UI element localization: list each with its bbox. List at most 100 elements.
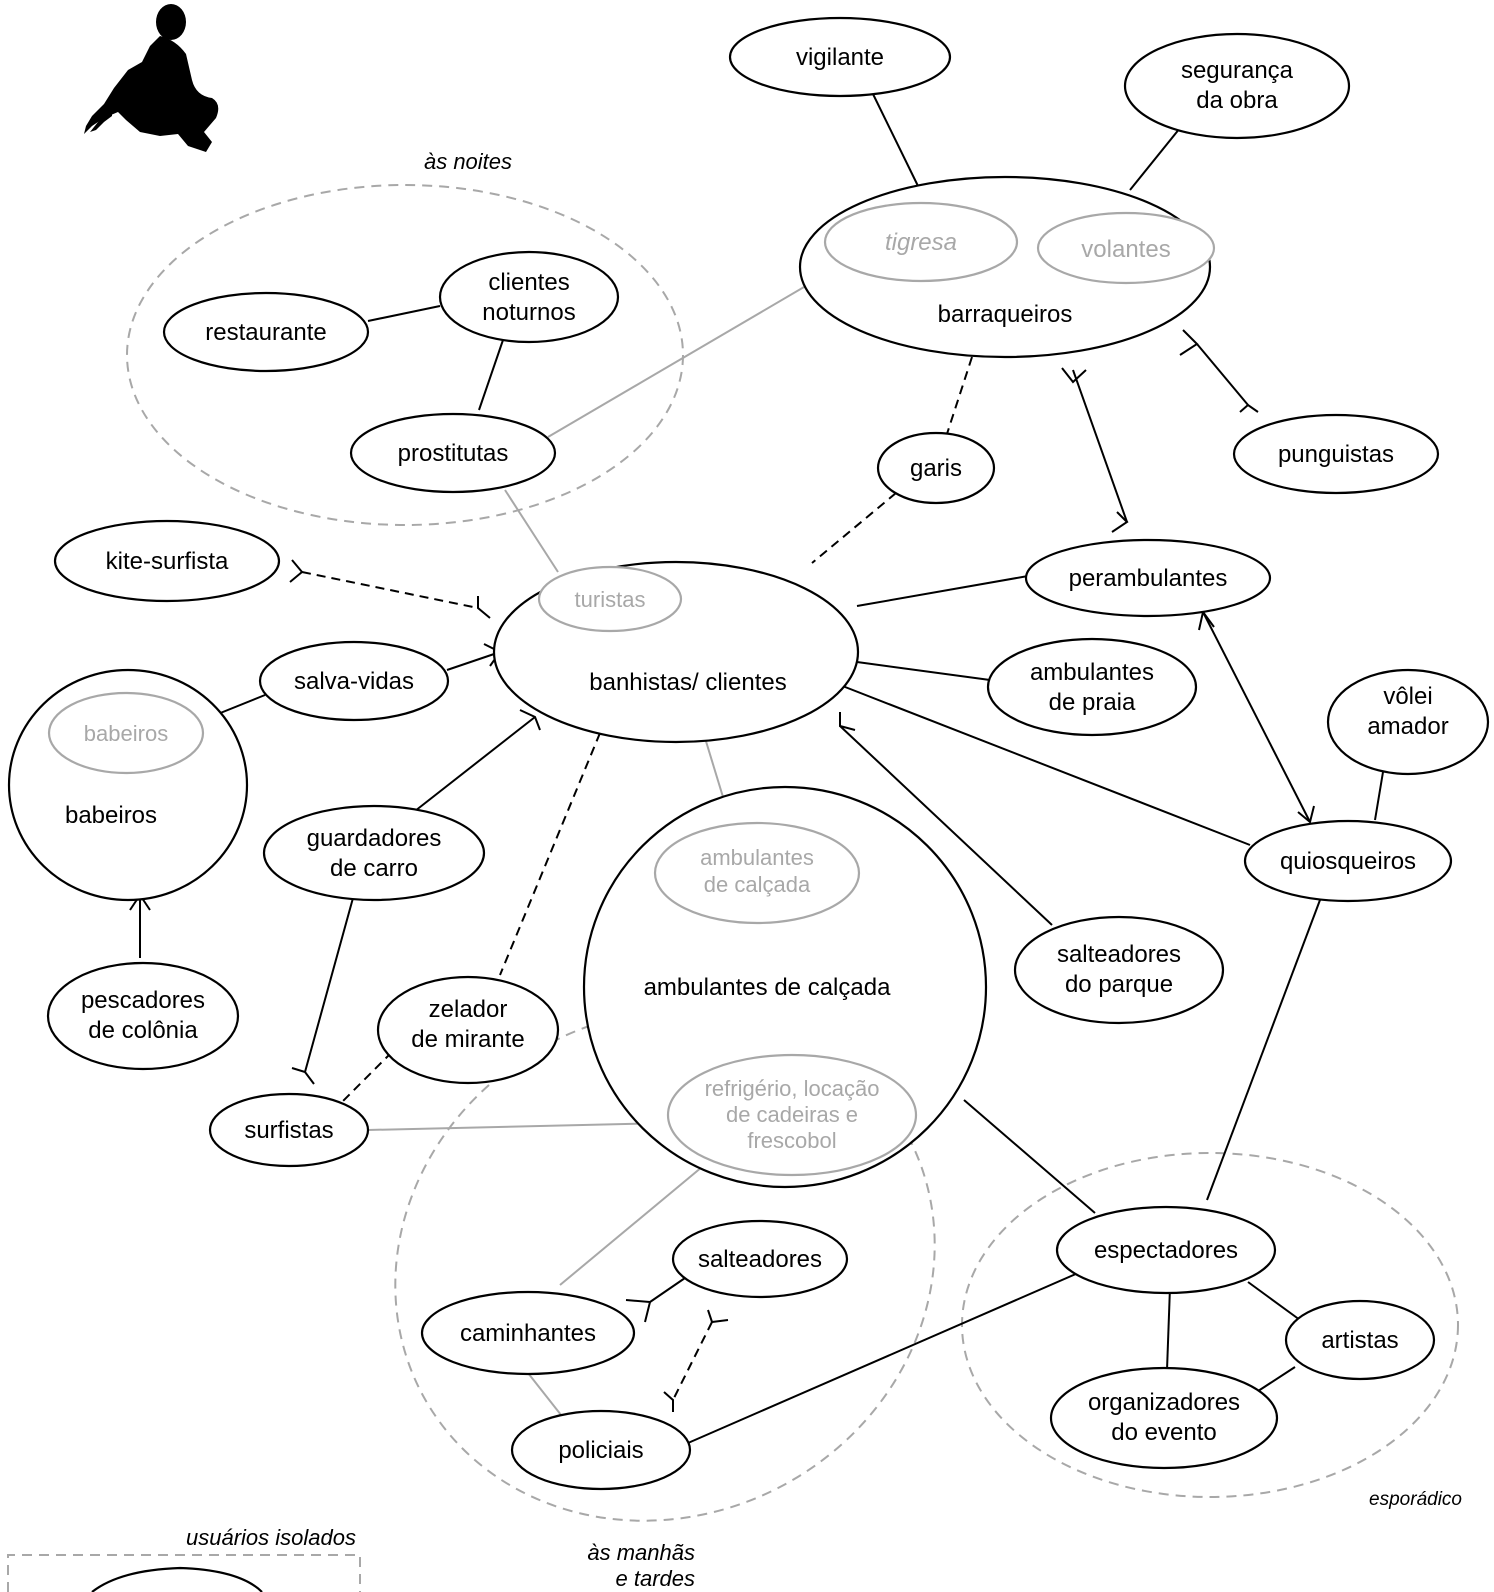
node-ambulantes-calcada-inner xyxy=(653,821,861,925)
node-pescadores-label-2: de colônia xyxy=(88,1017,198,1044)
node-tigresa-label: tigresa xyxy=(885,229,957,256)
node-espectadores xyxy=(1055,1205,1277,1295)
node-kite-surfista xyxy=(53,519,281,603)
node-amb-calc-inner-label-1: ambulantes xyxy=(700,845,814,870)
node-clientes-noturnos xyxy=(438,250,620,344)
node-volantes-label: volantes xyxy=(1081,236,1170,263)
node-salteadores xyxy=(671,1219,849,1299)
caption-isolados: usuários isolados xyxy=(186,1525,356,1550)
edge-banhistas-quiosqueiros xyxy=(839,684,1251,846)
node-babeiros-inner xyxy=(47,691,205,775)
node-restaurante xyxy=(162,291,370,373)
node-punguistas-label: punguistas xyxy=(1278,441,1394,468)
node-organizadores-evento xyxy=(1049,1366,1279,1470)
group-isolados-boundary xyxy=(7,1554,361,1592)
edge-tigresa-prostitutas xyxy=(547,262,846,438)
node-zelador-mirante xyxy=(376,975,560,1085)
edge-perambulantes-quiosqueiros xyxy=(1202,611,1311,823)
node-prostitutas xyxy=(349,412,557,494)
edge-surfistas-refrigerio xyxy=(367,1122,671,1131)
crouching-figure-silhouette-icon xyxy=(84,4,219,152)
node-pescadores-colonia xyxy=(46,961,240,1071)
node-salteadores-label: salteadores xyxy=(698,1246,822,1273)
node-garis-label: garis xyxy=(910,455,962,482)
node-surfistas xyxy=(208,1092,370,1168)
node-refrigerio xyxy=(666,1053,918,1177)
edge-prostitutas-turistas xyxy=(504,489,559,573)
node-clientes-label-1: clientes xyxy=(488,269,569,296)
node-artistas-label: artistas xyxy=(1321,1327,1398,1354)
node-quiosqueiros xyxy=(1243,819,1453,903)
node-seguranca-obra xyxy=(1123,32,1351,140)
arrowhead-quiosqueiros xyxy=(1297,805,1315,824)
node-volei-label-1: vôlei xyxy=(1383,683,1432,710)
node-policiais xyxy=(510,1409,692,1491)
node-zelador-label-1: zelador xyxy=(429,996,508,1023)
node-barraqueiros-label: barraqueiros xyxy=(938,301,1073,328)
node-ambulantes-praia xyxy=(986,637,1198,737)
node-guardadores-carro xyxy=(262,804,486,902)
edge-refrigerio-caminhantes xyxy=(559,1151,721,1286)
node-kite-label: kite-surfista xyxy=(106,548,229,575)
node-vigilante xyxy=(728,16,952,98)
node-punguistas xyxy=(1232,413,1440,495)
node-pescadores-label-1: pescadores xyxy=(81,987,205,1014)
node-organizadores-label-2: do evento xyxy=(1111,1419,1216,1446)
group-esporadico-boundary xyxy=(961,1152,1459,1498)
node-babeiros-label: babeiros xyxy=(65,802,157,829)
node-volantes xyxy=(1036,211,1216,285)
node-zelador-label-2: de mirante xyxy=(411,1026,524,1053)
node-isolado-partial xyxy=(91,1566,263,1592)
caption-noites: às noites xyxy=(424,149,512,174)
edge-quiosqueiros-espectadores xyxy=(1206,899,1321,1201)
edge-ambcalcada-espectadores xyxy=(963,1099,1096,1214)
node-salt-parque-label-1: salteadores xyxy=(1057,941,1181,968)
edge-espectadores-policiais xyxy=(687,1269,1086,1444)
node-perambulantes-label: perambulantes xyxy=(1069,565,1228,592)
node-salva-vidas xyxy=(258,640,450,722)
edge-banhistas-ambulantes-praia xyxy=(856,661,991,681)
node-prostitutas-label: prostitutas xyxy=(398,440,509,467)
node-salt-parque-label-2: do parque xyxy=(1065,971,1173,998)
edge-caminhantes-policiais xyxy=(527,1372,566,1421)
edge-espectadores-artistas xyxy=(1247,1281,1301,1321)
node-salva-label: salva-vidas xyxy=(294,668,414,695)
node-salteadores-parque xyxy=(1013,915,1225,1025)
node-volei-label-2: amador xyxy=(1367,713,1448,740)
node-banhistas-label: banhistas/ clientes xyxy=(589,669,786,696)
edge-banhistas-salteadores-parque xyxy=(839,725,1053,926)
caption-manhas-1: às manhãs xyxy=(587,1540,695,1565)
edge-barraqueiros-punguistas xyxy=(1196,343,1249,406)
edge-salva-banhistas xyxy=(446,651,501,671)
node-seguranca-label-1: segurança xyxy=(1181,57,1294,84)
edge-guardadores-banhistas xyxy=(414,716,536,812)
node-refrigerio-label-2: de cadeiras e xyxy=(726,1102,858,1127)
edge-vigilante-barraqueiros xyxy=(871,91,919,187)
node-organizadores-label-1: organizadores xyxy=(1088,1389,1240,1416)
edge-restaurante-clientes xyxy=(367,305,441,322)
edge-kite-banhistas xyxy=(301,571,479,609)
node-caminhantes-label: caminhantes xyxy=(460,1320,596,1347)
edge-salteadores-policiais xyxy=(672,1321,713,1401)
node-tigresa xyxy=(823,201,1019,283)
edge-seguranca-barraqueiros xyxy=(1129,127,1181,191)
node-caminhantes xyxy=(420,1290,636,1376)
edge-guardadores-surfistas xyxy=(304,897,354,1073)
group-noites-boundary xyxy=(126,184,684,526)
edge-barraqueiros-garis xyxy=(944,356,973,441)
node-guardadores-label-1: guardadores xyxy=(307,825,442,852)
node-guardadores-label-2: de carro xyxy=(330,855,418,882)
edge-clientes-prostitutas xyxy=(478,339,504,411)
caption-manhas-2: e tardes xyxy=(616,1566,696,1591)
node-artistas xyxy=(1284,1299,1436,1381)
node-clientes-label-2: noturnos xyxy=(482,299,575,326)
edge-banhistas-perambulantes xyxy=(856,575,1029,607)
node-turistas-label: turistas xyxy=(575,587,646,612)
node-refrigerio-label-1: refrigério, locação xyxy=(705,1076,880,1101)
node-vigilante-label: vigilante xyxy=(796,44,884,71)
edge-espectadores-organizadores xyxy=(1166,1286,1171,1371)
edge-zelador-surfistas xyxy=(339,1051,393,1105)
node-quiosqueiros-label: quiosqueiros xyxy=(1280,848,1416,875)
node-amb-praia-label-1: ambulantes xyxy=(1030,659,1154,686)
